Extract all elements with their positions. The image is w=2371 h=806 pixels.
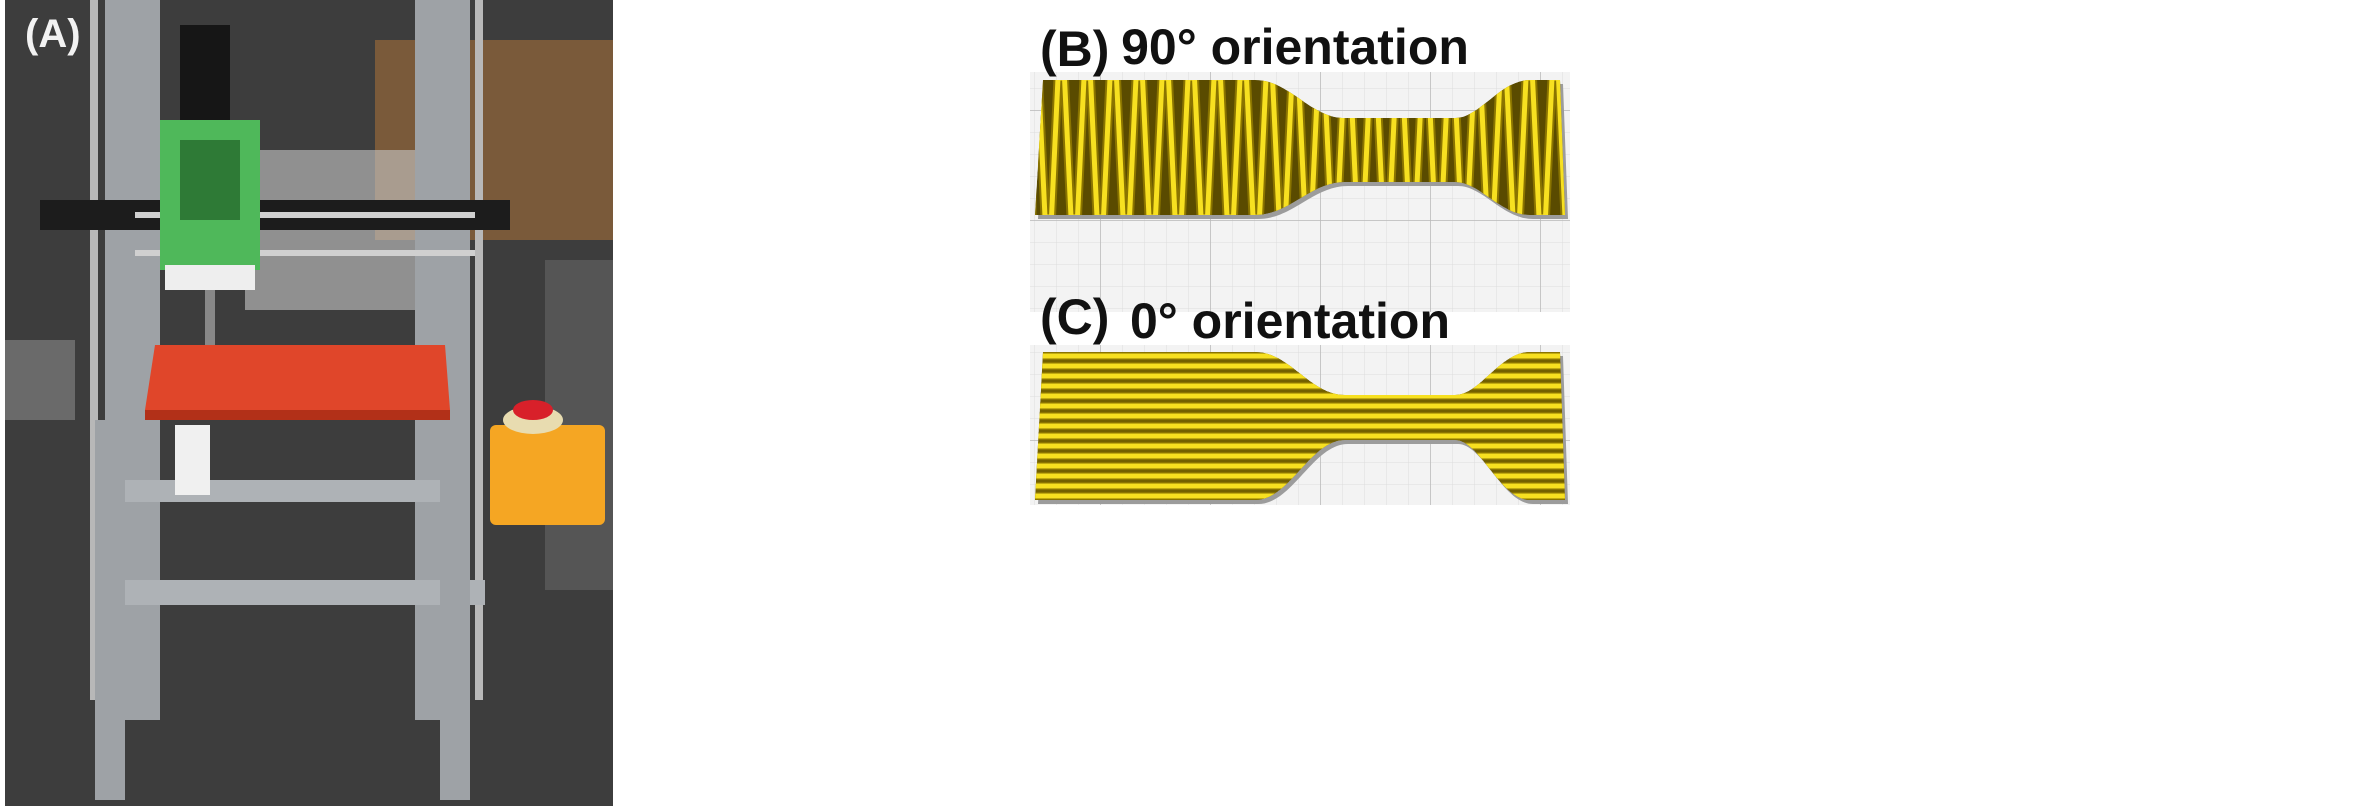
panel-label-b: (B): [1040, 21, 1110, 77]
estop-button: [513, 400, 553, 420]
printer-illustration: [5, 0, 613, 806]
panel-label-c: (C): [1040, 289, 1110, 345]
specimen-90-infill: [1035, 80, 1565, 215]
estop-box: [490, 425, 605, 525]
panel-b-preview: [1030, 72, 1570, 312]
panel-title-c: 0° orientation: [1129, 293, 1451, 349]
panel-c-preview: [1030, 345, 1570, 505]
panel-label-a: (A): [25, 12, 81, 56]
print-bed: [145, 345, 450, 410]
bioprinter-photo: (A): [5, 0, 613, 806]
panel-title-b: 90° orientation: [1121, 19, 1469, 75]
motor: [180, 25, 230, 125]
